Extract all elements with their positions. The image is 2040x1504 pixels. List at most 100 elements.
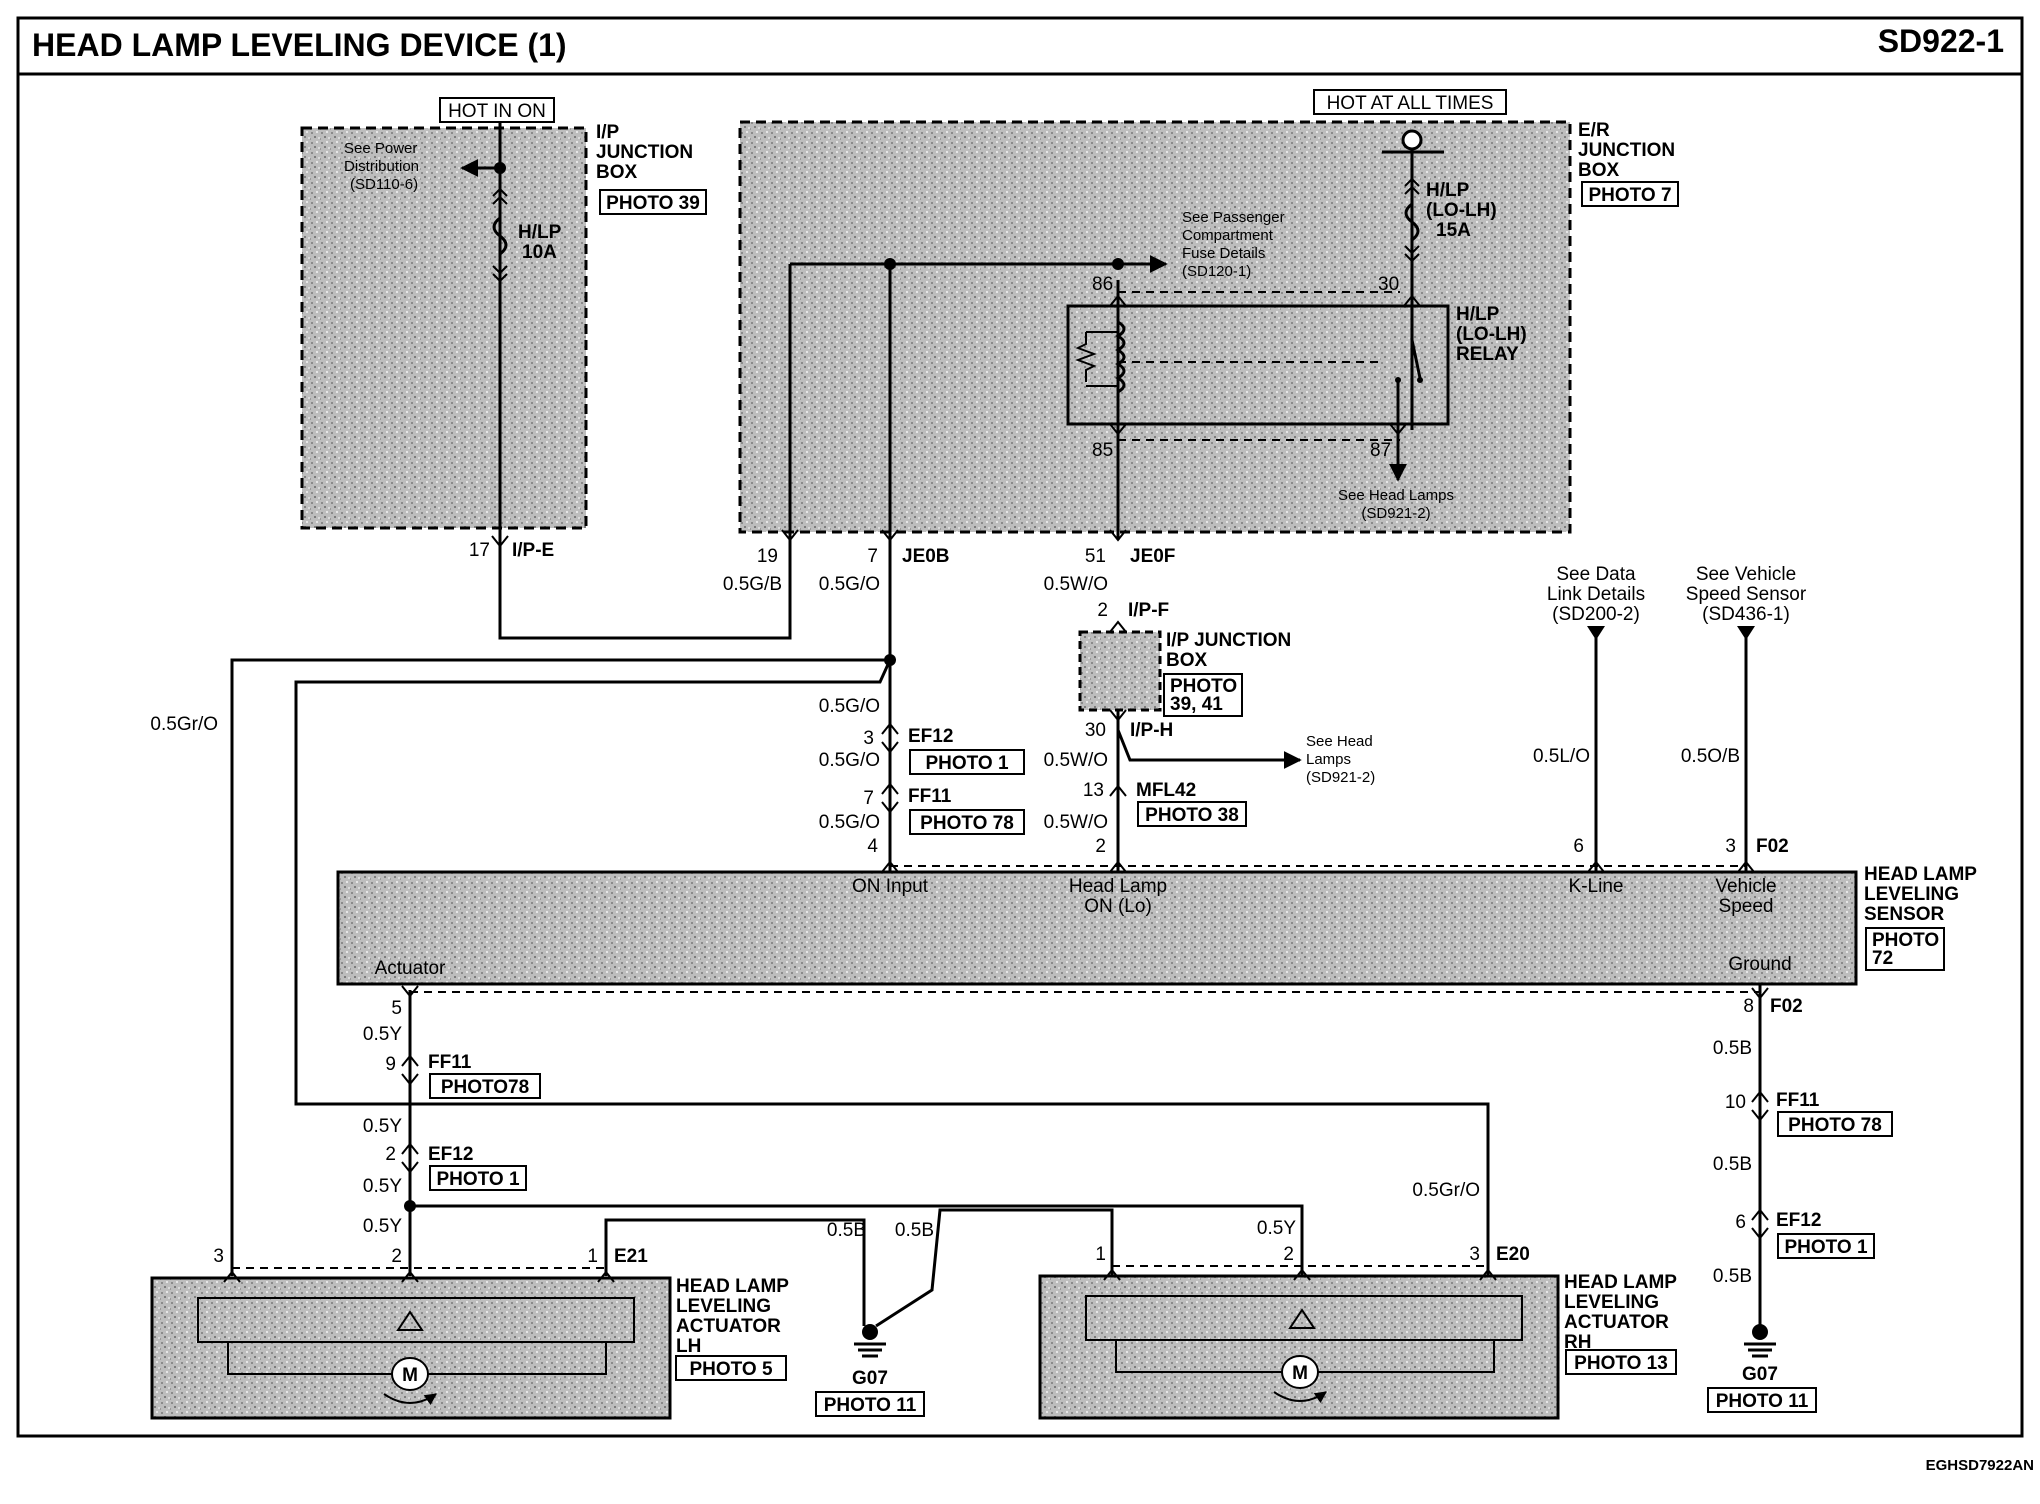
fuse-hlp-15a <box>1404 202 1420 242</box>
conn-ip-f: I/P-F <box>1128 600 1169 621</box>
conn-ip-h: I/P-H <box>1130 720 1173 741</box>
fuse-10a-line1: H/LP <box>518 222 562 243</box>
see-data-line2: Link Details <box>1547 584 1645 605</box>
relay-resistor <box>1075 332 1097 382</box>
pin-30-iph: 30 <box>1085 720 1106 741</box>
pin-7-je0b: 7 <box>867 546 878 567</box>
photo-11-center: PHOTO 11 <box>824 1395 917 1416</box>
pin-4: 4 <box>867 836 878 857</box>
er-box-label2: JUNCTION <box>1578 140 1675 161</box>
pin-51: 51 <box>1085 546 1106 567</box>
act-rh-label4: RH <box>1564 1332 1591 1353</box>
wire-go-bot: 0.5G/O <box>819 812 880 833</box>
conn-mfl42: MFL42 <box>1136 780 1196 801</box>
wire-go-mid2: 0.5G/O <box>819 750 880 771</box>
wire-y-1: 0.5Y <box>363 1024 402 1045</box>
act-lh-label4: LH <box>676 1336 701 1357</box>
see-vehicle-line3: (SD436-1) <box>1702 604 1790 625</box>
act-lh-photo: PHOTO 5 <box>689 1359 772 1380</box>
hot-at-all-times-tag <box>1313 89 1507 115</box>
pin-9: 9 <box>385 1054 396 1075</box>
pin-2-lh: 2 <box>391 1246 402 1267</box>
relay-label3: RELAY <box>1456 344 1519 365</box>
conn-ff11-top: FF11 <box>908 786 952 807</box>
pin-30: 30 <box>1378 274 1399 295</box>
conn-ef12-bot: EF12 <box>1776 1210 1821 1231</box>
see-power-line3: (SD110-6) <box>350 176 418 193</box>
conn-f02-top: F02 <box>1756 836 1789 857</box>
act-rh-label1: HEAD LAMP <box>1564 1272 1677 1293</box>
sensor-photo-line2: 72 <box>1872 948 1893 969</box>
pin-8: 8 <box>1743 996 1754 1017</box>
er-box-label3: BOX <box>1578 160 1620 181</box>
ground-symbol-right <box>1744 1324 1776 1358</box>
wire-wo-bot: 0.5W/O <box>1044 812 1108 833</box>
see-head-lamps-2a: See Head <box>1306 733 1373 750</box>
battery-terminal <box>1401 129 1423 151</box>
pin-6-ef12: 6 <box>1735 1212 1746 1233</box>
pin-7-ff11: 7 <box>863 788 874 809</box>
pin-17: 17 <box>469 540 490 561</box>
pin-5: 5 <box>391 998 402 1019</box>
page-frame <box>16 16 2024 1438</box>
see-head-lamps-1a: See Head Lamps <box>1338 487 1454 504</box>
conn-f02-bot: F02 <box>1770 996 1803 1017</box>
fuse-hlp-10a <box>492 216 508 256</box>
act-lh-label2: LEVELING <box>676 1296 771 1317</box>
act-rh-photo: PHOTO 13 <box>1574 1353 1668 1374</box>
conn-je0f: JE0F <box>1130 546 1175 567</box>
conn-ff11-mid: FF11 <box>428 1052 472 1073</box>
actuator-rh-box <box>1038 1274 1560 1420</box>
see-fuse-line4: (SD120-1) <box>1182 263 1251 280</box>
wire-gb: 0.5G/B <box>723 574 782 595</box>
ground-g07-center: G07 <box>852 1368 888 1389</box>
ground-symbol-center <box>854 1324 886 1358</box>
see-vehicle-line2: Speed Sensor <box>1686 584 1807 605</box>
conn-ff11-bot: FF11 <box>1776 1090 1820 1111</box>
er-box-label1: E/R <box>1578 120 1610 141</box>
leveling-sensor-box <box>336 870 1858 986</box>
see-power-line2: Distribution <box>344 158 419 175</box>
ip-junction-box <box>300 126 588 530</box>
act-rh-label2: LEVELING <box>1564 1292 1659 1313</box>
page-title: HEAD LAMP LEVELING DEVICE (1) <box>32 27 567 63</box>
photo-1-mid: PHOTO 1 <box>436 1169 519 1190</box>
pin-86: 86 <box>1092 274 1113 295</box>
photo-1-top: PHOTO 1 <box>925 753 1008 774</box>
photo-78-bot: PHOTO 78 <box>1788 1115 1882 1136</box>
fuse-10a-line2: 10A <box>522 242 557 263</box>
relay-label1: H/LP <box>1456 304 1500 325</box>
pin-2-sensor: 2 <box>1095 836 1106 857</box>
motor-lh-label: M <box>402 1365 418 1386</box>
page-code: SD922-1 <box>1878 23 2004 59</box>
pin-6: 6 <box>1573 836 1584 857</box>
pin-10: 10 <box>1725 1092 1746 1113</box>
sensor-photo-line1: PHOTO <box>1872 930 1939 951</box>
wire-b-2: 0.5B <box>1713 1154 1752 1175</box>
photo-38: PHOTO 38 <box>1145 805 1239 826</box>
wire-gro-right: 0.5Gr/O <box>1412 1180 1480 1201</box>
hot-at-all-times-label: HOT AT ALL TIMES <box>1327 93 1494 114</box>
relay-label2: (LO-LH) <box>1456 324 1527 345</box>
conn-ef12-top: EF12 <box>908 726 953 747</box>
sensor-label1: HEAD LAMP <box>1864 864 1977 885</box>
pin-3-lh: 3 <box>213 1246 224 1267</box>
see-vehicle-line1: See Vehicle <box>1696 564 1796 585</box>
ip-box-label3: BOX <box>596 162 638 183</box>
pin-1-lh: 1 <box>587 1246 598 1267</box>
sensor-label2: LEVELING <box>1864 884 1959 905</box>
ip-box-photo: PHOTO 39 <box>606 193 700 214</box>
hlp-relay <box>1066 304 1450 426</box>
pin-3-f02: 3 <box>1725 836 1736 857</box>
see-head-lamps-2b: Lamps <box>1306 751 1351 768</box>
wire-y-3: 0.5Y <box>363 1176 402 1197</box>
ip-box-label1: I/P <box>596 122 620 143</box>
wire-ob: 0.5O/B <box>1681 746 1740 767</box>
see-head-lamps-2c: (SD921-2) <box>1306 769 1375 786</box>
motor-rh-icon <box>1281 1355 1319 1389</box>
conn-e21: E21 <box>614 1246 648 1267</box>
wire-lo: 0.5L/O <box>1533 746 1590 767</box>
photo-1-bot: PHOTO 1 <box>1784 1237 1867 1258</box>
conn-ip-e: I/P-E <box>512 540 554 561</box>
